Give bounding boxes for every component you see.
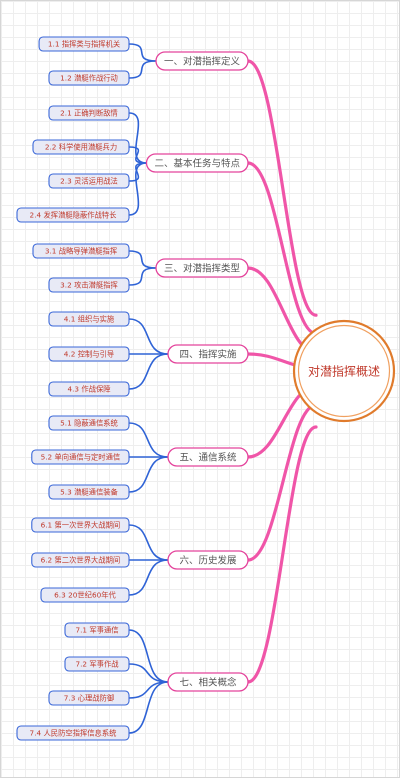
leaf-node[interactable]: 4.3 作战保障 [48, 381, 130, 397]
leaf-label: 2.2 科学使用潜艇兵力 [45, 143, 117, 152]
root-title: 对潜指挥概述 [308, 364, 380, 379]
leaf-label: 3.2 攻击潜艇指挥 [60, 281, 118, 290]
branch-leaf-connector [128, 250, 157, 269]
branch-leaf-connector [128, 353, 169, 390]
leaf-label: 2.1 正确判断敌情 [60, 109, 118, 118]
leaf-label: 6.3 20世纪60年代 [54, 591, 116, 600]
root-node[interactable]: 对潜指挥概述 [292, 319, 396, 423]
branch-leaf-connector [128, 681, 169, 734]
branch-leaf-connector [128, 162, 147, 182]
branch-node[interactable]: 三、对潜指挥类型 [155, 258, 249, 278]
branch-node[interactable]: 一、对潜指挥定义 [155, 51, 249, 71]
branch-node[interactable]: 二、基本任务与特点 [145, 153, 249, 173]
leaf-node[interactable]: 6.2 第二次世界大战期间 [31, 552, 130, 568]
branch-leaf-connector [128, 60, 157, 79]
leaf-label: 7.4 人民防空指挥信息系统 [30, 729, 117, 738]
leaf-label: 1.1 指挥类与指挥机关 [48, 40, 120, 49]
leaf-label: 5.2 单向通信与定时通信 [41, 453, 121, 462]
leaf-node[interactable]: 7.4 人民防空指挥信息系统 [16, 725, 130, 741]
leaf-label: 5.1 隐蔽通信系统 [60, 419, 118, 428]
leaf-label: 2.4 发挥潜艇隐蔽作战特长 [30, 211, 118, 220]
branch-leaf-connector [128, 267, 157, 286]
leaf-label: 7.2 军事作战 [75, 660, 119, 669]
leaf-node[interactable]: 2.3 灵活运用战法 [48, 173, 130, 189]
branch-label: 二、基本任务与特点 [154, 157, 240, 169]
leaf-node[interactable]: 7.2 军事作战 [64, 656, 130, 672]
leaf-node[interactable]: 5.3 潜艇通信装备 [48, 484, 130, 500]
leaf-node[interactable]: 4.1 组织与实施 [48, 311, 130, 327]
branch-label: 三、对潜指挥类型 [164, 262, 241, 274]
branch-leaf-connector [128, 318, 169, 355]
leaf-label: 3.1 战略导弹潜艇指挥 [45, 247, 117, 256]
leaf-node[interactable]: 5.2 单向通信与定时通信 [31, 449, 130, 465]
leaf-node[interactable]: 6.1 第一次世界大战期间 [31, 517, 130, 533]
branch-label: 七、相关概念 [179, 676, 237, 688]
branch-leaf-connector [128, 663, 169, 683]
leaf-label: 7.3 心理战防御 [64, 694, 114, 703]
branch-node[interactable]: 五、通信系统 [167, 447, 249, 467]
leaf-node[interactable]: 4.2 控制与引导 [48, 346, 130, 362]
branch-leaf-connector [128, 559, 169, 596]
branch-leaf-connector [128, 162, 147, 216]
leaf-node[interactable]: 6.3 20世纪60年代 [40, 587, 130, 603]
leaf-node[interactable]: 2.1 正确判断敌情 [48, 105, 130, 121]
leaf-node[interactable]: 3.1 战略导弹潜艇指挥 [32, 243, 130, 259]
leaf-label: 4.1 组织与实施 [64, 315, 115, 324]
root-branch-connector [246, 403, 318, 562]
branch-leaf-connector [128, 146, 147, 164]
branch-label: 六、历史发展 [179, 554, 237, 566]
branch-node[interactable]: 四、指挥实施 [167, 344, 249, 364]
branch-leaf-connector [128, 524, 169, 561]
leaf-label: 5.3 潜艇通信装备 [60, 488, 118, 497]
leaf-node[interactable]: 1.1 指挥类与指挥机关 [38, 36, 130, 52]
leaf-node[interactable]: 7.3 心理战防御 [48, 690, 130, 706]
leaf-node[interactable]: 1.2 潜艇作战行动 [48, 70, 130, 86]
leaf-label: 6.1 第一次世界大战期间 [41, 521, 121, 530]
leaf-label: 1.2 潜艇作战行动 [60, 74, 118, 83]
leaf-node[interactable]: 2.2 科学使用潜艇兵力 [32, 139, 130, 155]
root-branch-connector [246, 161, 318, 336]
branch-label: 五、通信系统 [179, 451, 237, 463]
branch-label: 四、指挥实施 [179, 348, 237, 360]
root-branch-connector [246, 425, 318, 684]
leaf-node[interactable]: 3.2 攻击潜艇指挥 [48, 277, 130, 293]
branch-leaf-connector [128, 112, 147, 164]
branch-leaf-connector [128, 456, 169, 493]
leaf-node[interactable]: 2.4 发挥潜艇隐蔽作战特长 [16, 207, 130, 223]
leaf-node[interactable]: 7.1 军事通信 [64, 622, 130, 638]
leaf-label: 4.2 控制与引导 [64, 350, 114, 359]
branch-leaf-connector [128, 629, 169, 683]
leaf-label: 4.3 作战保障 [67, 385, 110, 394]
branch-label: 一、对潜指挥定义 [164, 55, 241, 67]
branch-leaf-connector [128, 43, 157, 62]
branch-leaf-connector [128, 422, 169, 458]
root-branch-connector [246, 59, 318, 317]
leaf-label: 2.3 灵活运用战法 [60, 177, 118, 186]
branch-leaf-connector [128, 681, 169, 699]
branch-node[interactable]: 七、相关概念 [167, 672, 249, 692]
branch-node[interactable]: 六、历史发展 [167, 550, 249, 570]
leaf-label: 7.1 军事通信 [75, 626, 118, 635]
leaf-label: 6.2 第二次世界大战期间 [41, 556, 121, 565]
leaf-node[interactable]: 5.1 隐蔽通信系统 [48, 415, 130, 431]
